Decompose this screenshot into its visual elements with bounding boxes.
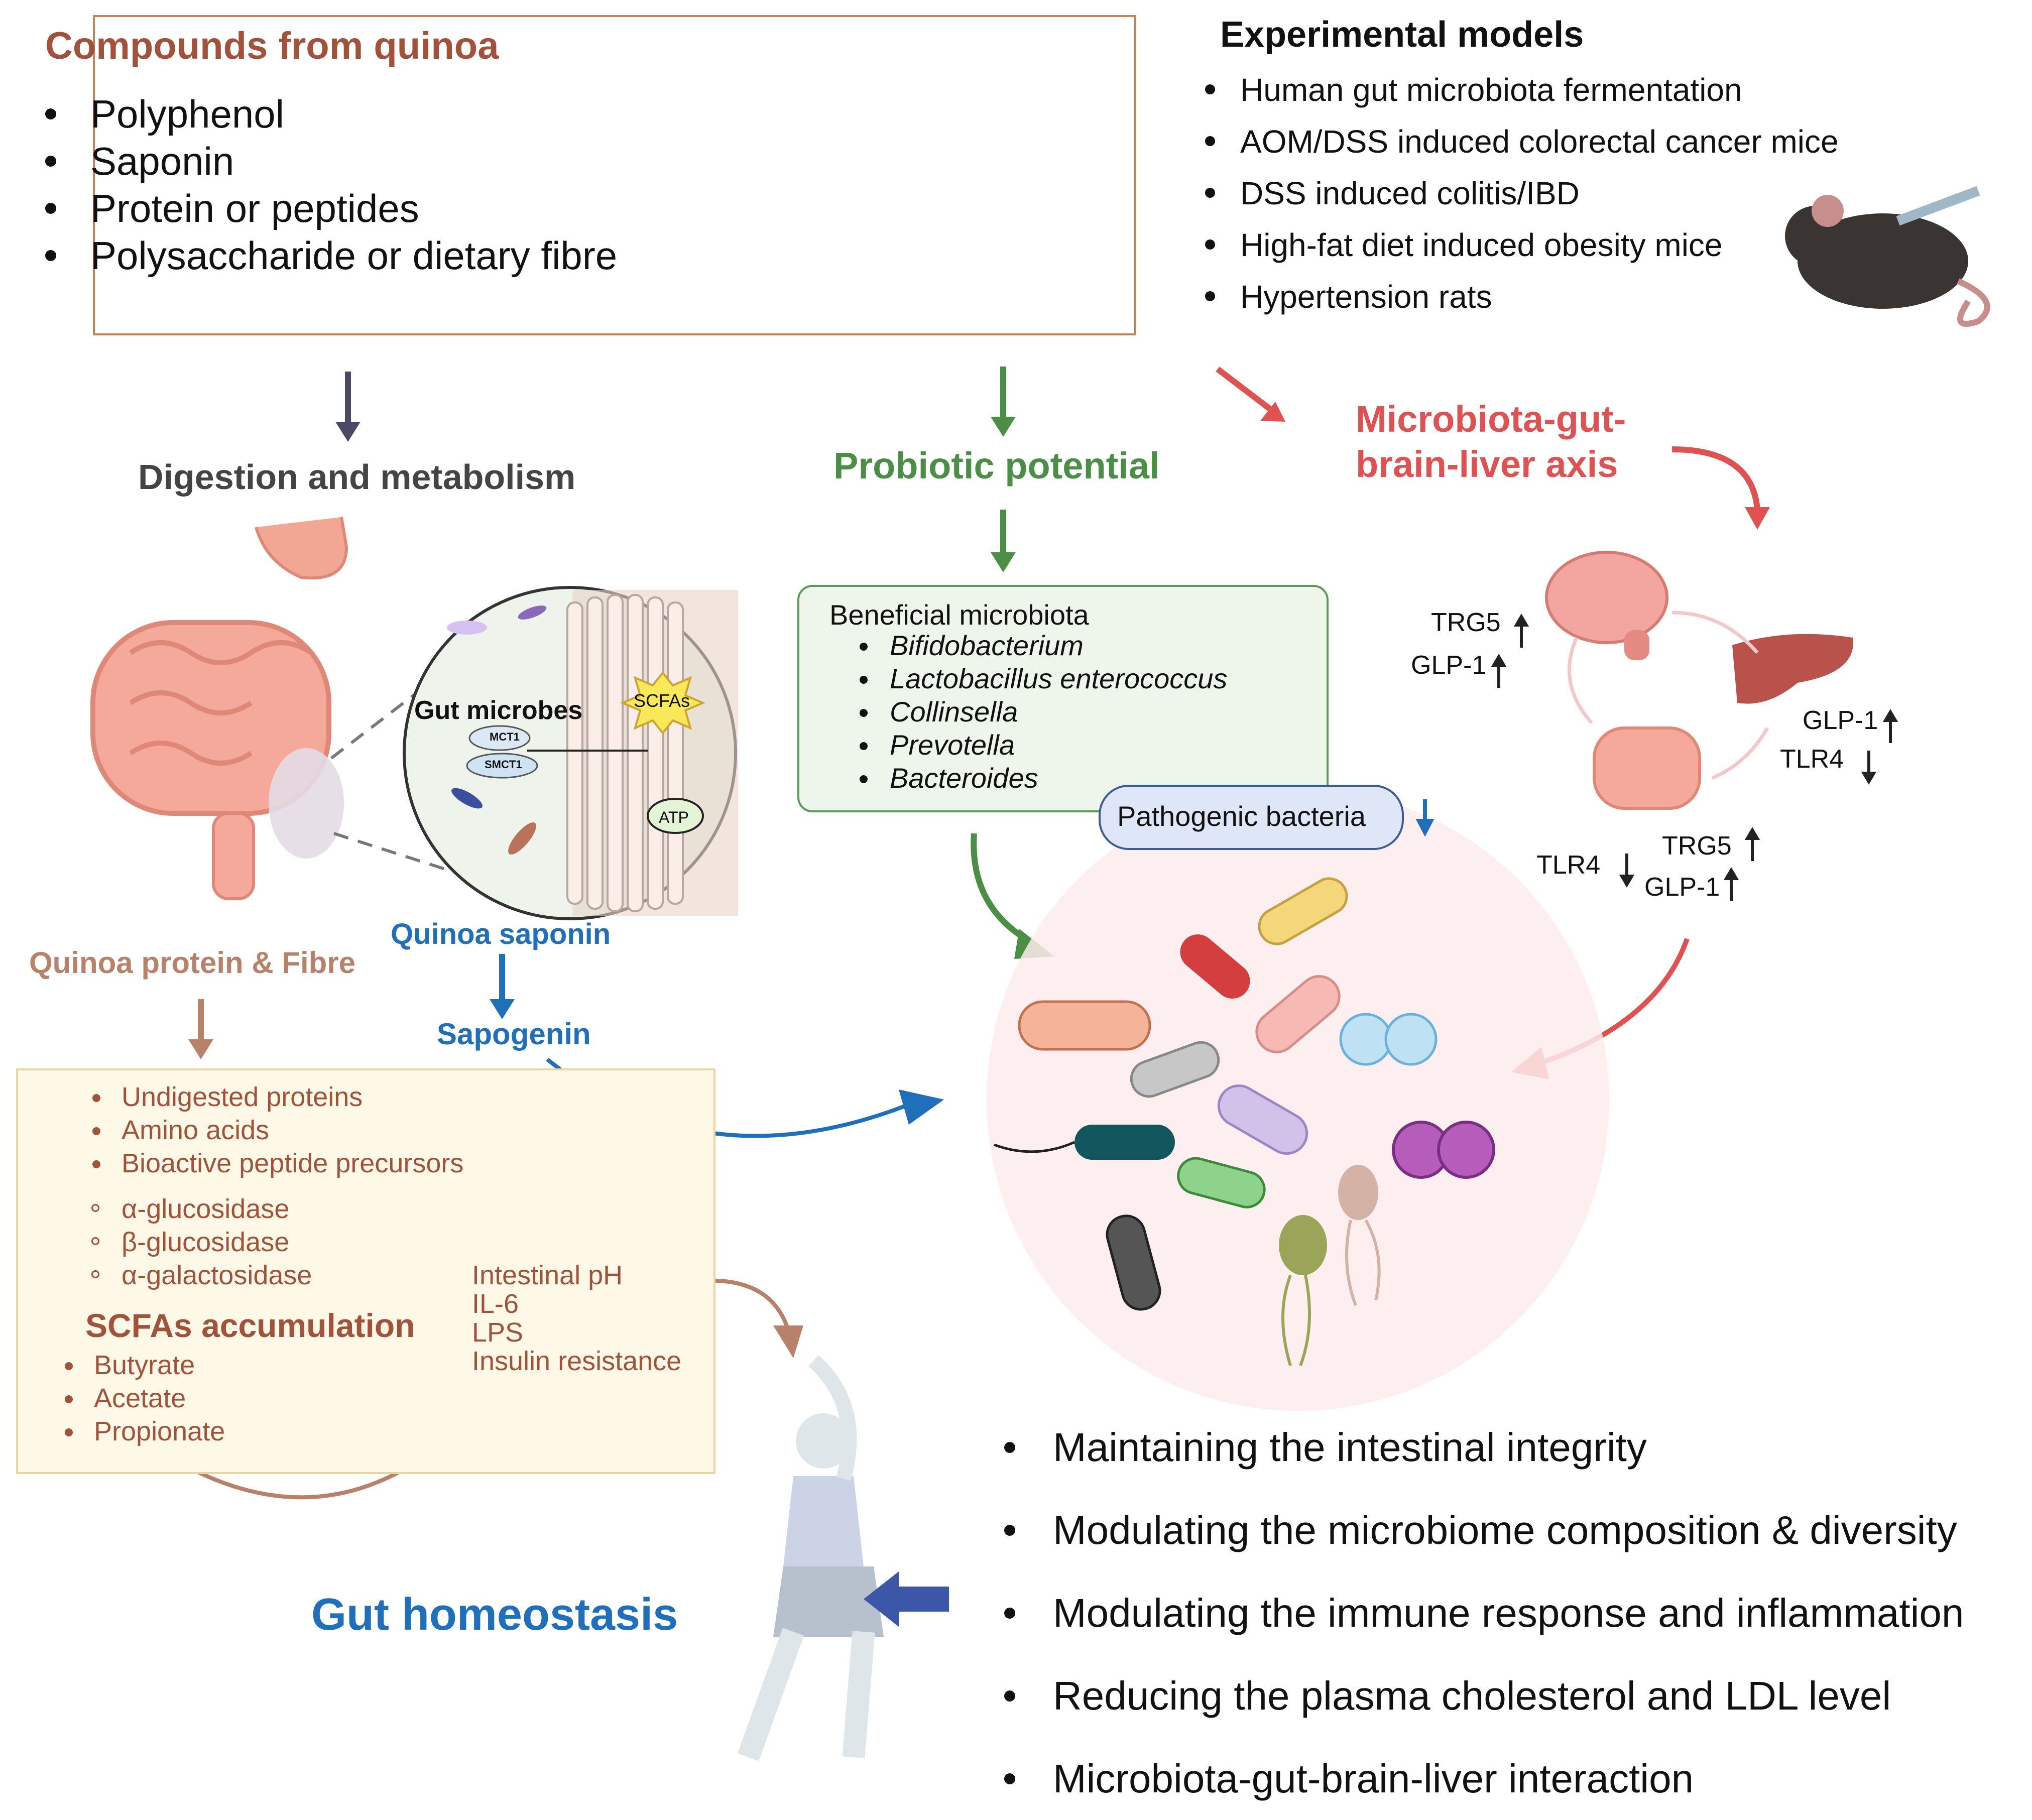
list-item: LPS: [472, 1317, 524, 1348]
list-item: β-glucosidase: [85, 1226, 312, 1259]
gut-tlr4-label: TLR4: [1536, 851, 1601, 880]
axis-title: Microbiota-gut- brain-liver axis: [1356, 397, 1707, 487]
list-item: Collinsella: [854, 695, 1227, 729]
down-arrow-icon: [1415, 799, 1435, 837]
gut-trg5-label: TRG5: [1662, 831, 1732, 861]
quinoa-protein-fibre-label: Quinoa protein & Fibre: [29, 946, 356, 980]
exercising-person-illustration: [737, 1355, 884, 1761]
list-item: Polyphenol: [45, 90, 617, 138]
list-item: Bacteroides: [854, 762, 1227, 795]
up-arrow-icon: [1513, 614, 1529, 648]
list-item: Polysaccharide or dietary fibre: [45, 232, 617, 279]
list-item: AOM/DSS induced colorectal cancer mice: [1205, 116, 1839, 168]
list-item: IL-6: [472, 1289, 519, 1319]
compounds-title: Compounds from quinoa: [45, 25, 499, 67]
list-item: Bifidobacterium: [854, 629, 1227, 662]
sapogenin-label: Sapogenin: [437, 1017, 591, 1051]
digestive-system-illustration: [90, 517, 467, 900]
list-item: Reducing the plasma cholesterol and LDL …: [1004, 1654, 1964, 1737]
pathogenic-bacteria-box: [1099, 785, 1404, 850]
brain-liver-gut-illustration: [1545, 551, 1853, 810]
list-item: Intestinal pH: [472, 1260, 623, 1290]
models-title: Experimental models: [1220, 15, 1584, 55]
decreased-markers-list: Intestinal pH IL-6 LPS Insulin resistanc…: [472, 1261, 681, 1376]
axis-title-line: brain-liver axis: [1356, 443, 1618, 485]
outcome-list: Maintaining the intestinal integrity Mod…: [1004, 1406, 1964, 1820]
up-arrow-icon: [1723, 867, 1739, 901]
list-item: Maintaining the intestinal integrity: [1004, 1406, 1964, 1489]
brain-trg5-label: TRG5: [1431, 608, 1501, 637]
gut-microbes-circle: [403, 586, 738, 920]
list-item: Protein or peptides: [45, 185, 617, 232]
list-item: Amino acids: [85, 1114, 463, 1147]
list-item: Bioactive peptide precursors: [85, 1147, 463, 1180]
digestion-title: Digestion and metabolism: [138, 457, 576, 497]
liver-tlr4-label: TLR4: [1780, 745, 1844, 774]
protein-products-list: Undigested proteins Amino acids Bioactiv…: [85, 1080, 463, 1180]
microbiome-circle: [987, 788, 1609, 1411]
list-item: Microbiota-gut-brain-liver interaction: [1004, 1737, 1964, 1820]
mouse-icon: [1785, 186, 1990, 327]
list-item: Propionate: [58, 1415, 225, 1448]
up-arrow-icon: [1882, 709, 1898, 743]
diagram-artwork: [53, 62, 1990, 1761]
gut-homeostasis-title: Gut homeostasis: [311, 1590, 678, 1640]
scfas-accumulation-title: SCFAs accumulation: [85, 1307, 415, 1344]
list-item: α-glucosidase: [85, 1192, 312, 1226]
mct1-label: MCT1: [490, 731, 520, 743]
list-item: Prevotella: [854, 729, 1227, 762]
list-item: Undigested proteins: [85, 1080, 463, 1114]
up-arrow-icon: [1491, 654, 1507, 688]
list-item: Butyrate: [58, 1349, 225, 1382]
quinoa-saponin-label: Quinoa saponin: [391, 918, 611, 950]
list-item: α-galactosidase: [85, 1259, 312, 1292]
beneficial-microbiota-title: Beneficial microbiota: [829, 599, 1089, 631]
compounds-box: [93, 15, 1136, 335]
list-item: Lactobacillus enterococcus: [854, 662, 1227, 695]
atp-label: ATP: [659, 808, 689, 826]
list-item: High-fat diet induced obesity mice: [1205, 219, 1839, 271]
list-item: Modulating the microbiome composition & …: [1004, 1489, 1964, 1571]
gut-microbes-label: Gut microbes: [414, 696, 583, 725]
pathogenic-bacteria-label: Pathogenic bacteria: [1117, 800, 1366, 832]
down-arrow-icon: [1619, 854, 1635, 888]
scfa-list: Butyrate Acetate Propionate: [58, 1349, 225, 1448]
list-item: Insulin resistance: [472, 1346, 682, 1376]
axis-title-line: Microbiota-gut-: [1356, 398, 1626, 440]
beneficial-microbiota-box: [797, 585, 1329, 812]
list-item: Acetate: [58, 1382, 225, 1415]
list-item: Human gut microbiota fermentation: [1205, 64, 1839, 116]
metabolism-box: [16, 1068, 715, 1474]
probiotic-title: Probiotic potential: [833, 445, 1160, 487]
gut-glp1-label: GLP-1: [1644, 873, 1720, 902]
models-list: Human gut microbiota fermentation AOM/DS…: [1205, 64, 1839, 323]
list-item: Modulating the immune response and infla…: [1004, 1571, 1964, 1654]
brain-glp1-label: GLP-1: [1411, 651, 1487, 680]
scfas-label: SCFAs: [634, 690, 690, 711]
list-item: Hypertension rats: [1205, 271, 1839, 323]
liver-glp1-label: GLP-1: [1803, 706, 1878, 735]
enzyme-list: α-glucosidase β-glucosidase α-galactosid…: [85, 1192, 312, 1292]
up-arrow-icon: [1744, 827, 1760, 861]
list-item: DSS induced colitis/IBD: [1205, 168, 1839, 219]
compounds-list: Polyphenol Saponin Protein or peptides P…: [45, 90, 617, 279]
down-arrow-icon: [1861, 751, 1877, 785]
beneficial-microbiota-list: Bifidobacterium Lactobacillus enterococc…: [854, 629, 1227, 795]
smct1-label: SMCT1: [485, 758, 522, 771]
list-item: Saponin: [45, 138, 617, 185]
